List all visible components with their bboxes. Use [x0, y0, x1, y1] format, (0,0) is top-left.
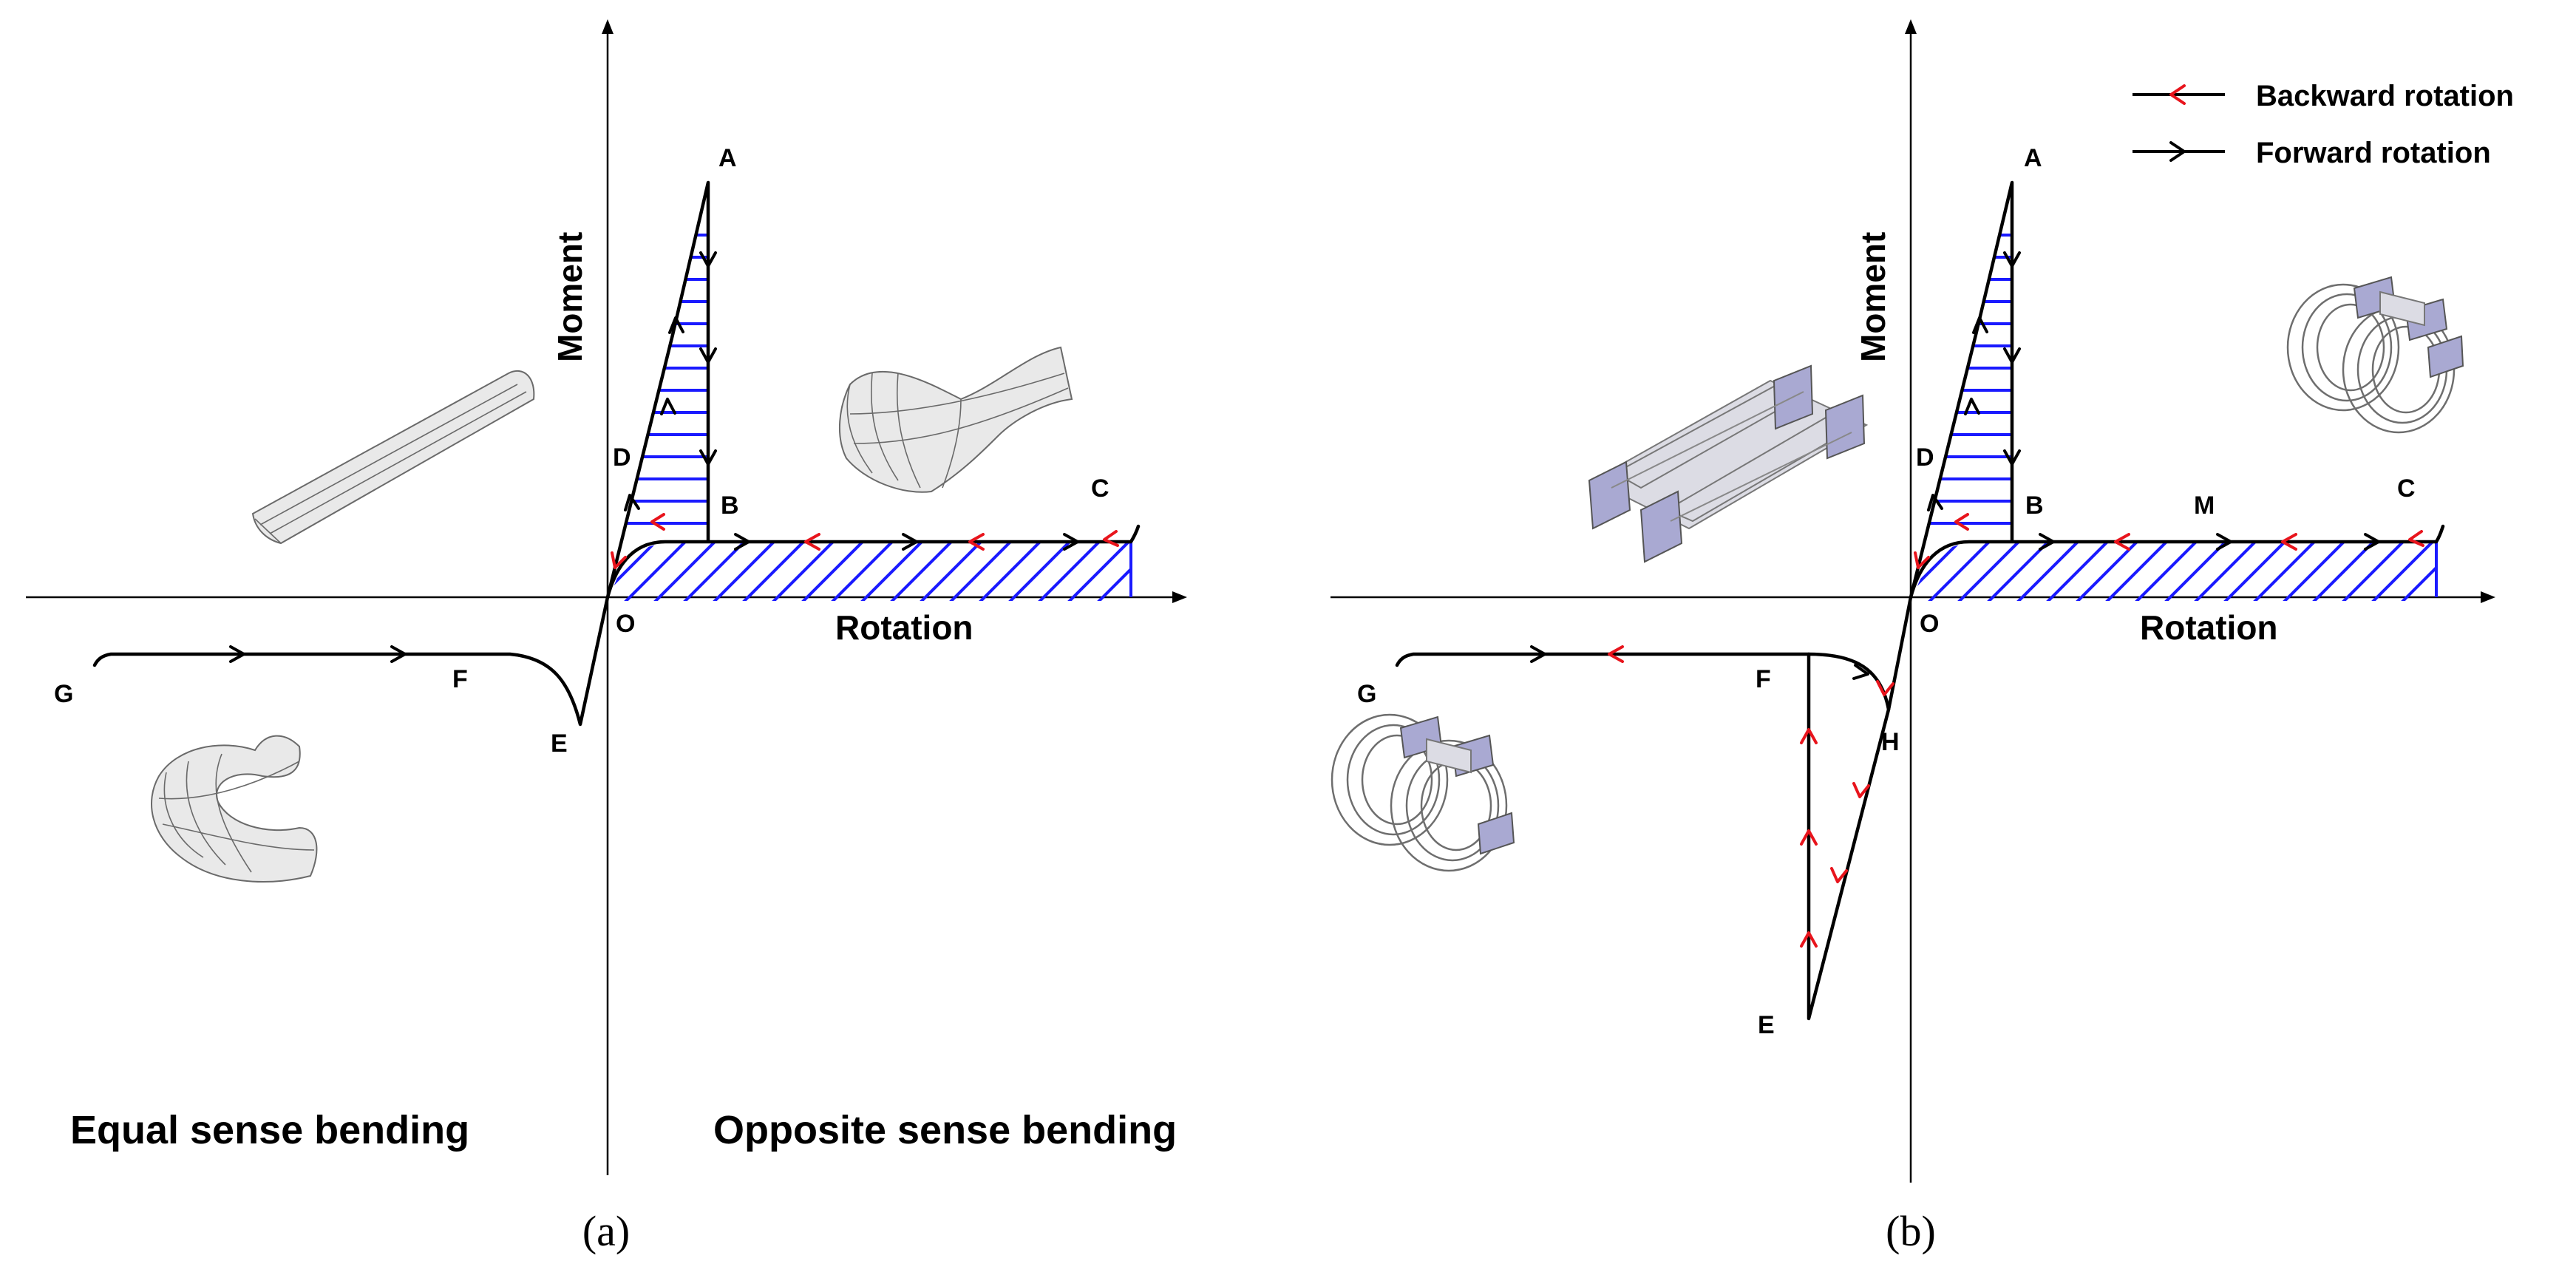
- legend: Backward rotation Forward rotation: [2132, 80, 2514, 169]
- point-label-F-b: F: [1756, 665, 1771, 693]
- legend-forward: Forward rotation: [2132, 137, 2491, 169]
- legend-backward-label: Backward rotation: [2256, 80, 2514, 112]
- caption-opposite-sense: Opposite sense bending: [713, 1108, 1177, 1152]
- point-label-O-a: O: [616, 610, 635, 638]
- caption-equal-sense: Equal sense bending: [70, 1108, 469, 1152]
- hatch-diagonal-a: [608, 542, 1131, 601]
- x-axis-arrowhead-b: [2481, 591, 2495, 603]
- y-axis-arrowhead-b: [1905, 19, 1917, 34]
- backward-arrows-a: [611, 513, 1119, 569]
- y-axis-title-a: Moment: [551, 232, 589, 362]
- backward-arrows-b: [1608, 513, 2424, 948]
- forward-arrows-a: [229, 251, 1079, 663]
- point-label-E-a: E: [551, 730, 568, 758]
- point-label-H-b: H: [1881, 728, 1900, 756]
- actuator-frame-icon: [1588, 364, 1869, 563]
- panel-b: A B C D O E F G H M Moment Rotation (b) …: [1331, 19, 2514, 1255]
- hatch-horizontal-a: [608, 234, 739, 525]
- panel-letter-a: (a): [582, 1207, 630, 1255]
- negative-branch-a: [92, 595, 610, 727]
- point-label-D-a: D: [613, 443, 631, 472]
- legend-forward-label: Forward rotation: [2256, 137, 2491, 169]
- point-label-C-b: C: [2397, 475, 2416, 503]
- hatch-horizontal-b: [1911, 234, 2040, 525]
- x-axis-title-b: Rotation: [2140, 608, 2278, 647]
- cylindrical-shell-icon: [251, 370, 535, 545]
- point-label-A-a: A: [718, 144, 737, 172]
- point-label-B-b: B: [2025, 492, 2044, 520]
- point-label-M-b: M: [2194, 492, 2215, 520]
- coil-actuator-icon-lower: [1331, 713, 1515, 872]
- point-label-A-b: A: [2024, 144, 2042, 172]
- axes-b: [1331, 19, 2495, 1183]
- forward-arrows-b: [1530, 251, 2380, 680]
- y-axis-arrowhead-a: [602, 19, 614, 34]
- point-label-F-a: F: [452, 665, 468, 693]
- point-label-D-b: D: [1916, 443, 1934, 472]
- x-axis-title-a: Rotation: [835, 608, 973, 647]
- u-shell-icon: [151, 735, 318, 883]
- panel-letter-b: (b): [1886, 1207, 1936, 1255]
- point-label-E-b: E: [1758, 1011, 1775, 1039]
- saddle-shell-icon: [839, 346, 1073, 493]
- point-label-G-b: G: [1357, 680, 1376, 708]
- y-axis-title-b: Moment: [1854, 232, 1892, 362]
- fh-curve-b: [1807, 652, 1891, 712]
- point-label-C-a: C: [1091, 475, 1109, 503]
- negative-branch-b: [1395, 595, 1913, 1021]
- point-label-O-b: O: [1920, 610, 1939, 638]
- point-label-G-a: G: [54, 680, 73, 708]
- panel-a: A B C D O E F G Moment Rotation Equal se…: [26, 19, 1187, 1255]
- x-axis-arrowhead-a: [1172, 591, 1187, 603]
- point-label-B-a: B: [721, 492, 739, 520]
- legend-backward: Backward rotation: [2132, 80, 2514, 112]
- coil-actuator-icon: [2286, 276, 2464, 434]
